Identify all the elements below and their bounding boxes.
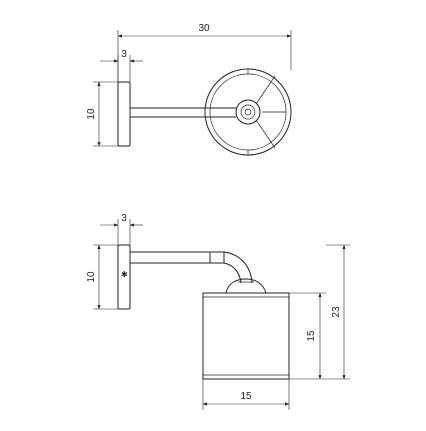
- dim-side-shade-diameter: 15: [202, 379, 290, 410]
- dim-side-plate-height-label: 10: [86, 271, 97, 283]
- top-socket: [235, 99, 261, 125]
- dim-side-shade-height-label: 15: [306, 330, 317, 342]
- top-shade: [204, 68, 292, 156]
- top-view: 30 3 10: [86, 23, 292, 156]
- dim-side-plate-height: 10: [86, 244, 118, 310]
- side-view: ✱ 3 10: [86, 213, 350, 410]
- dim-top-plate-height: 10: [86, 81, 118, 147]
- side-socket-dome: [225, 278, 267, 294]
- dim-side-shade-height: 15: [289, 292, 326, 380]
- side-shade: [202, 292, 290, 380]
- dim-side-plate-depth: 3: [100, 213, 143, 245]
- dim-side-overall-height-label: 23: [331, 306, 342, 318]
- dim-side-overall-height: 23: [326, 244, 350, 380]
- side-arm-joint: [209, 251, 225, 264]
- dim-top-plate-height-label: 10: [86, 108, 97, 120]
- dim-top-overall-length-label: 30: [198, 23, 210, 34]
- dim-top-plate-depth-label: 3: [121, 49, 127, 60]
- side-wall-plate: [117, 244, 131, 310]
- side-arm-bend: [223, 251, 253, 284]
- side-switch-icon: ✱: [121, 270, 128, 279]
- dim-side-shade-diameter-label: 15: [240, 391, 252, 402]
- dim-side-plate-depth-label: 3: [121, 213, 127, 224]
- dim-top-plate-depth: 3: [100, 49, 143, 82]
- dim-top-overall-length: 30: [117, 23, 292, 82]
- top-wall-plate: [117, 81, 131, 147]
